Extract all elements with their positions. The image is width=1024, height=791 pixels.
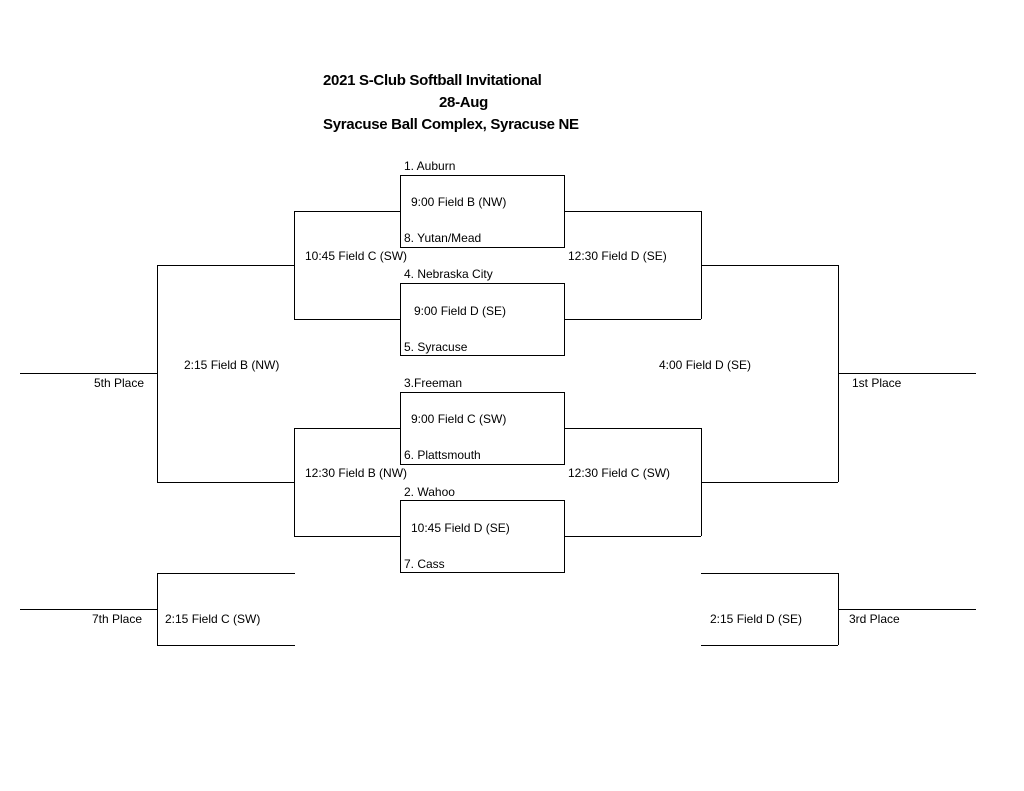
tournament-location: Syracuse Ball Complex, Syracuse NE — [323, 116, 579, 133]
seventh-place-time: 2:15 Field C (SW) — [165, 612, 261, 626]
bracket-line — [294, 319, 400, 320]
bracket-line — [294, 211, 295, 319]
bracket-line — [157, 265, 294, 266]
fifth-place-time: 2:15 Field B (NW) — [184, 358, 280, 372]
game-time-1: 9:00 Field B (NW) — [411, 195, 507, 209]
third-place-label: 3rd Place — [849, 612, 900, 626]
team-seed-6: 6. Plattsmouth — [404, 448, 481, 462]
bracket-line — [157, 573, 158, 645]
bracket-line — [157, 265, 158, 482]
bracket-line — [701, 482, 838, 483]
game-box-3 — [400, 392, 565, 465]
bracket-line — [565, 319, 701, 320]
team-seed-5: 5. Syracuse — [404, 340, 468, 354]
bracket-line — [701, 573, 838, 574]
bracket-line — [20, 609, 157, 610]
bracket-line — [157, 573, 295, 574]
bracket-line — [838, 609, 976, 610]
consolation-lower-time: 12:30 Field B (NW) — [305, 466, 408, 480]
bracket-line — [294, 428, 295, 536]
game-time-4: 10:45 Field D (SE) — [411, 521, 510, 535]
seventh-place-label: 7th Place — [92, 612, 143, 626]
team-seed-1: 1. Auburn — [404, 159, 456, 173]
bracket-line — [565, 428, 701, 429]
game-time-2: 9:00 Field D (SE) — [414, 304, 507, 318]
bracket-line — [701, 265, 838, 266]
third-place-time: 2:15 Field D (SE) — [710, 612, 803, 626]
bracket-line — [701, 645, 838, 646]
consolation-upper-time: 10:45 Field C (SW) — [305, 249, 408, 263]
final-time: 4:00 Field D (SE) — [659, 358, 752, 372]
bracket-line — [294, 536, 400, 537]
game-box-4 — [400, 500, 565, 573]
game-box-1 — [400, 175, 565, 248]
bracket-line — [20, 373, 157, 374]
bracket-line — [294, 428, 400, 429]
game-time-3: 9:00 Field C (SW) — [411, 412, 507, 426]
bracket-line — [157, 645, 295, 646]
team-seed-3: 3.Freeman — [404, 376, 463, 390]
team-seed-4: 4. Nebraska City — [404, 267, 493, 281]
bracket-line — [157, 482, 294, 483]
tournament-date: 28-Aug — [439, 94, 489, 111]
bracket-line — [294, 211, 400, 212]
bracket-line — [565, 536, 701, 537]
fifth-place-label: 5th Place — [94, 376, 145, 390]
bracket-line — [838, 373, 976, 374]
team-seed-2: 2. Wahoo — [404, 485, 455, 499]
team-seed-8: 8. Yutan/Mead — [404, 231, 482, 245]
first-place-label: 1st Place — [852, 376, 902, 390]
bracket-line — [565, 211, 701, 212]
semifinal-upper-time: 12:30 Field D (SE) — [568, 249, 667, 263]
semifinal-lower-time: 12:30 Field C (SW) — [568, 466, 671, 480]
team-seed-7: 7. Cass — [404, 557, 445, 571]
tournament-title: 2021 S-Club Softball Invitational — [323, 72, 542, 89]
game-box-2 — [400, 283, 565, 356]
